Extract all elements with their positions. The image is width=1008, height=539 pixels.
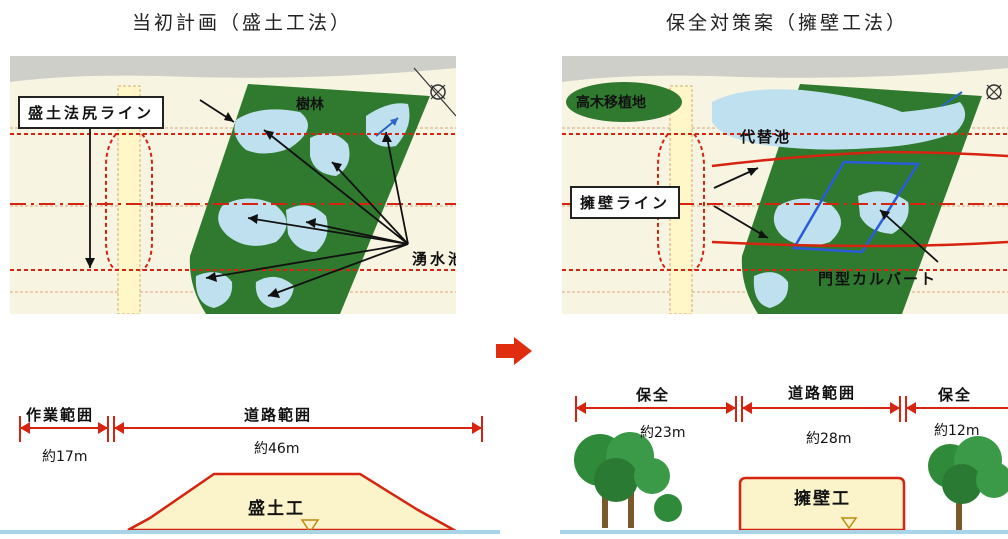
preserve-left-width: 約23m [640, 425, 686, 441]
work-width-label: 約17m [42, 449, 88, 465]
tree-icon [574, 432, 682, 528]
road-width-label-right: 約28m [806, 431, 852, 447]
left-plan-map: 樹林 湧水池 盛土法尻ライン [10, 56, 456, 314]
retaining-wall-line-callout: 擁壁ライン [570, 186, 681, 219]
road-range-label-right: 道路範囲 [788, 384, 857, 402]
work-range-label: 作業範囲 [26, 406, 95, 424]
replacement-pond-label: 代替池 [740, 128, 792, 146]
gate-culvert-label: 門型カルバート [818, 270, 938, 288]
retaining-wall-label: 擁壁工 [794, 489, 851, 509]
road-range-label-left: 道路範囲 [244, 406, 313, 424]
cross-sections: 作業範囲 道路範囲 約17m 約46m 盛土工 保全 道路範囲 保全 約23m … [0, 380, 1008, 539]
embankment-label: 盛土工 [248, 499, 305, 519]
tree-icon [928, 436, 1008, 530]
tall-tree-transplant-label: 高木移植地 [576, 95, 646, 111]
road-width-label-left: 約46m [254, 441, 300, 457]
cross-section-drawing [0, 396, 1008, 534]
right-plan-drawing [562, 56, 1008, 314]
right-plan-map: 高木移植地 代替池 門型カルバート 擁壁ライン [562, 56, 1008, 314]
left-plan-title: 当初計画（盛土工法） [132, 12, 353, 34]
right-plan-title: 保全対策案（擁壁工法） [666, 12, 909, 34]
preserve-right-width: 約12m [934, 423, 980, 439]
preserve-left-label: 保全 [636, 386, 671, 404]
preserve-right-label: 保全 [938, 386, 973, 404]
forest-label: 樹林 [296, 97, 324, 113]
spring-pond-label: 湧水池 [412, 250, 456, 268]
left-plan-drawing [10, 56, 456, 314]
embankment-toe-line-callout: 盛土法尻ライン [18, 96, 165, 129]
arrow-right-icon [496, 337, 532, 365]
